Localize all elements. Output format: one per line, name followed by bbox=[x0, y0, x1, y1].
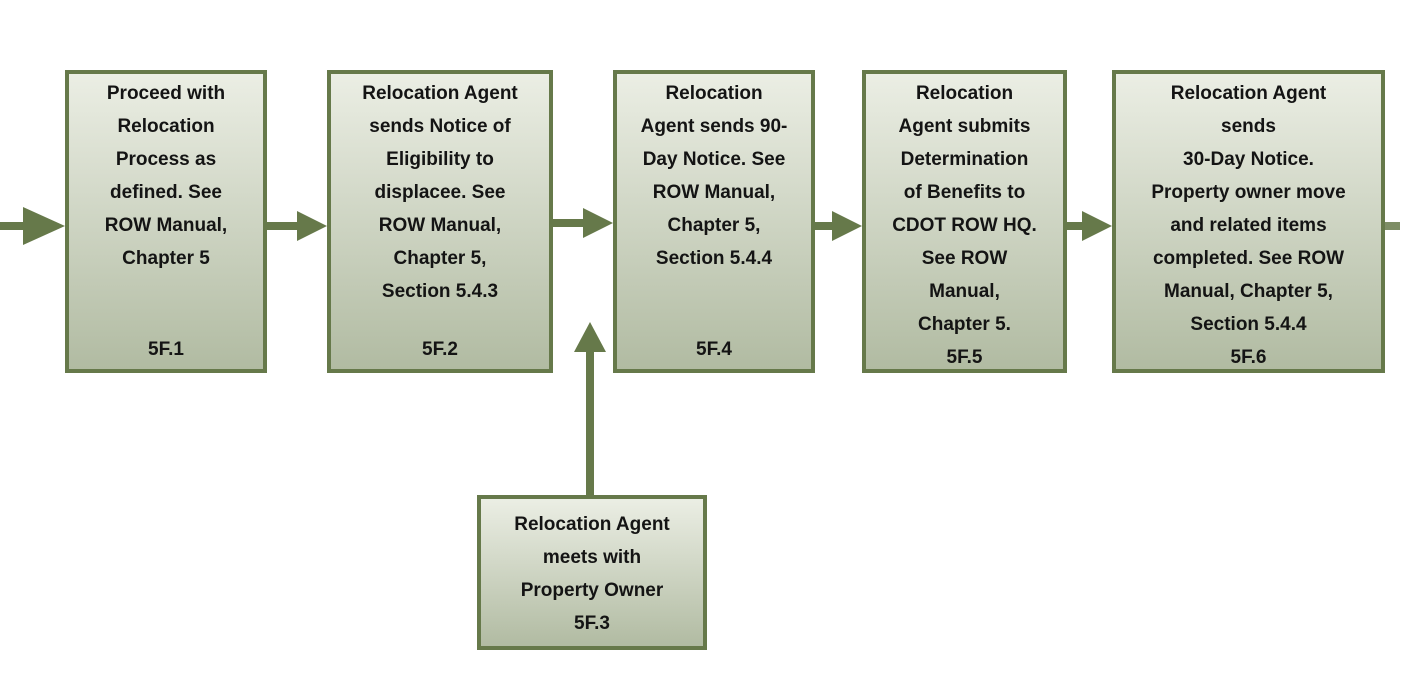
flow-arrow-5f5-5f6 bbox=[1067, 208, 1112, 244]
flow-arrow-5f1-5f2 bbox=[267, 208, 327, 244]
arrow-shaft bbox=[1067, 222, 1084, 230]
step-text: Relocation Agent submits Determination o… bbox=[892, 83, 1037, 335]
step-text: Relocation Agent sends 30-Day Notice. Pr… bbox=[1151, 83, 1346, 335]
arrow-shaft bbox=[586, 348, 594, 495]
step-text: Relocation Agent sends 90- Day Notice. S… bbox=[640, 83, 788, 269]
arrow-shaft bbox=[267, 222, 299, 230]
step-box-5f1: Proceed with Relocation Process as defin… bbox=[65, 70, 267, 373]
flow-exit-stub bbox=[1385, 222, 1400, 230]
arrow-head-right-icon bbox=[23, 207, 65, 245]
arrow-shaft bbox=[0, 222, 25, 230]
flow-arrow-5f2-5f4 bbox=[553, 205, 613, 241]
arrow-head-up-icon bbox=[574, 322, 606, 352]
arrow-head-right-icon bbox=[583, 208, 613, 238]
flow-arrow-5f4-5f5 bbox=[815, 208, 862, 244]
arrow-head-right-icon bbox=[297, 211, 327, 241]
arrow-shaft bbox=[815, 222, 834, 230]
step-id: 5F.1 bbox=[148, 339, 184, 360]
flow-arrow-5f3-up bbox=[574, 322, 606, 495]
step-id: 5F.5 bbox=[946, 347, 983, 368]
step-box-5f4: Relocation Agent sends 90- Day Notice. S… bbox=[613, 70, 815, 373]
arrow-shaft bbox=[553, 219, 585, 227]
step-id: 5F.3 bbox=[574, 613, 610, 634]
step-box-5f5: Relocation Agent submits Determination o… bbox=[862, 70, 1067, 373]
step-box-5f6: Relocation Agent sends 30-Day Notice. Pr… bbox=[1112, 70, 1385, 373]
step-id: 5F.4 bbox=[696, 339, 732, 360]
step-id: 5F.2 bbox=[422, 339, 458, 360]
step-text: Relocation Agent sends Notice of Eligibi… bbox=[362, 83, 518, 302]
step-text: Proceed with Relocation Process as defin… bbox=[104, 83, 228, 269]
step-id: 5F.6 bbox=[1230, 347, 1267, 368]
step-box-5f2: Relocation Agent sends Notice of Eligibi… bbox=[327, 70, 553, 373]
arrow-head-right-icon bbox=[1082, 211, 1112, 241]
step-box-5f3: Relocation Agent meets with Property Own… bbox=[477, 495, 707, 650]
flow-arrow-incoming bbox=[0, 206, 65, 246]
step-text: Relocation Agent meets with Property Own… bbox=[514, 514, 670, 601]
arrow-head-right-icon bbox=[832, 211, 862, 241]
